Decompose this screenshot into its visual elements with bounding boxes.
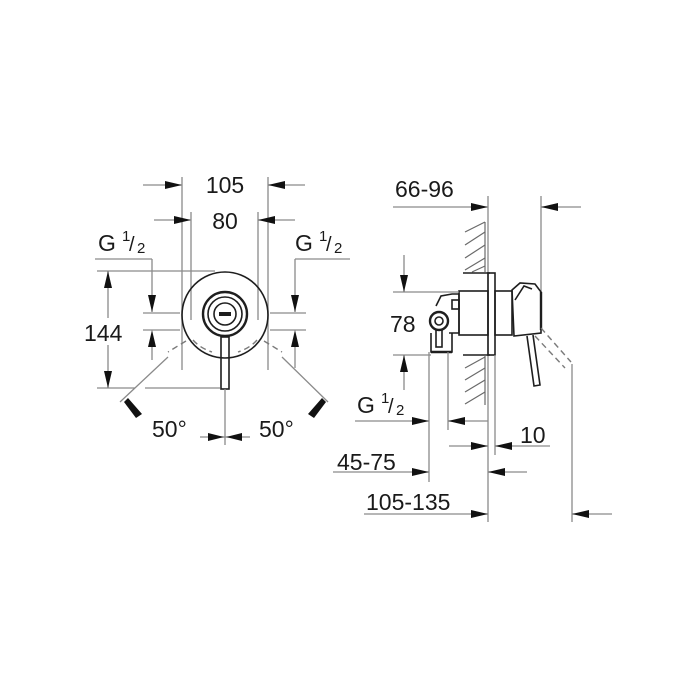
dim-66-96-label: 66-96 [395, 176, 454, 202]
svg-text:2: 2 [396, 402, 404, 419]
svg-text:G: G [98, 230, 116, 256]
dim-10-label: 10 [520, 422, 546, 448]
front-escutcheon [181, 271, 269, 359]
svg-text:/: / [326, 234, 332, 256]
svg-text:2: 2 [334, 240, 342, 257]
dim-45-75: 45-75 [333, 449, 527, 476]
cover-plate [487, 272, 496, 356]
dim-144-label: 144 [84, 320, 123, 346]
dim-78-label: 78 [390, 311, 416, 337]
svg-text:G: G [357, 392, 375, 418]
valve-body [458, 290, 489, 336]
dim-105-135-label: 105-135 [366, 489, 450, 515]
side-view: 66-96 [333, 176, 612, 522]
svg-text:1: 1 [319, 228, 327, 245]
dim-10: 10 [449, 355, 550, 455]
front-lever [220, 336, 230, 390]
thread-side-label: G 1 / 2 [355, 390, 488, 425]
dim-80-label: 80 [212, 208, 238, 234]
thread-right-label: G 1 / 2 [291, 228, 350, 312]
dim-66-96: 66-96 [393, 176, 581, 522]
dim-105-135: 105-135 [364, 489, 612, 518]
svg-text:2: 2 [137, 240, 145, 257]
dim-105: 105 [143, 172, 305, 370]
dim-144: 144 [84, 270, 220, 389]
angle-right-label: 50° [259, 416, 294, 442]
wall-hatch-lower [463, 354, 490, 405]
wall-hatch-upper [463, 221, 490, 274]
svg-text:1: 1 [381, 390, 389, 407]
svg-text:/: / [388, 396, 394, 418]
inlet-fitting [428, 293, 460, 354]
dim-105-label: 105 [206, 172, 244, 198]
dim-80: 80 [154, 208, 295, 320]
thread-left-label: G 1 / 2 [95, 228, 156, 312]
side-handle [511, 282, 573, 522]
front-view: 105 80 G 1 / 2 G 1 / 2 [84, 172, 350, 445]
svg-text:1: 1 [122, 228, 130, 245]
angle-left-label: 50° [152, 416, 187, 442]
svg-text:G: G [295, 230, 313, 256]
dim-78: 78 [390, 255, 459, 390]
dim-45-75-label: 45-75 [337, 449, 396, 475]
svg-text:/: / [129, 234, 135, 256]
